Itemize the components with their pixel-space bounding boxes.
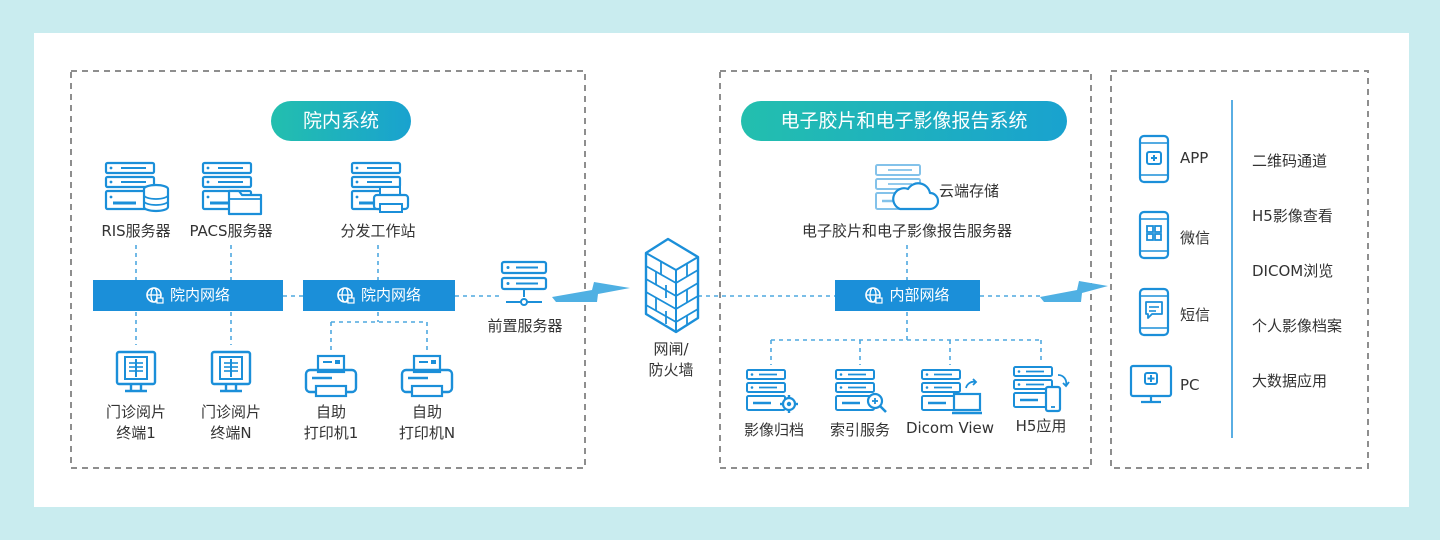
lightning-bolt-right: [1040, 281, 1108, 302]
pacs-server-label: PACS服务器: [189, 222, 273, 240]
terminal-n-label: 门诊阅片 终端N: [201, 402, 261, 444]
film-server-label: 电子胶片和电子影像报告服务器: [801, 222, 1013, 240]
printer-1-icon: [304, 354, 358, 398]
ris-server-icon: [104, 161, 170, 213]
network-globe-icon: [865, 287, 884, 304]
connector-lines: [135, 245, 1042, 365]
printer-1-label: 自助 打印机1: [304, 402, 359, 444]
terminal-n-label-line1: 门诊阅片: [200, 403, 262, 421]
firewall-icon: [644, 237, 700, 334]
printer-n-label-line2: 打印机N: [398, 424, 456, 442]
hospital-network-bar-left: 院内网络: [93, 280, 283, 311]
internal-network-label: 内部网络: [889, 286, 950, 304]
feature-personal-archive-label: 个人影像档案: [1252, 317, 1343, 335]
channel-app-label: APP: [1180, 149, 1209, 167]
channel-sms-label: 短信: [1180, 306, 1211, 324]
film-section-title: 电子胶片和电子影像报告系统: [741, 101, 1067, 141]
service-dicom-view-label: Dicom View: [905, 419, 995, 437]
service-h5-label: H5应用: [1015, 417, 1067, 435]
printer-1-label-line1: 自助: [315, 403, 347, 421]
ris-server-label: RIS服务器: [101, 222, 171, 240]
internal-network-bar: 内部网络: [835, 280, 980, 311]
sms-icon: [1138, 287, 1170, 337]
hospital-section-border: [70, 70, 586, 469]
hospital-network-right-label: 院内网络: [360, 286, 421, 304]
app-icon: [1138, 134, 1170, 184]
access-section-border: [1110, 70, 1369, 469]
terminal-n-icon: [210, 350, 252, 393]
front-server-icon: [500, 260, 548, 306]
feature-h5-viewer-label: H5影像查看: [1252, 207, 1333, 225]
printer-n-label: 自助 打印机N: [399, 402, 455, 444]
terminal-n-label-line2: 终端N: [210, 424, 252, 442]
gateway-label-line2: 防火墙: [648, 361, 694, 379]
archive-icon: [745, 368, 798, 413]
hospital-section-title: 院内系统: [271, 101, 411, 141]
cloud-server-icon: [875, 164, 940, 211]
printer-n-label-line1: 自助: [411, 403, 443, 421]
pc-icon: [1129, 364, 1173, 404]
pacs-server-icon: [201, 161, 263, 216]
terminal-1-label: 门诊阅片 终端1: [106, 402, 166, 444]
dicom-view-icon: [920, 368, 982, 415]
channel-divider: [1231, 100, 1233, 438]
channel-pc-label: PC: [1180, 376, 1200, 394]
feature-dicom-browse-label: DICOM浏览: [1252, 262, 1334, 280]
wechat-icon: [1138, 210, 1170, 260]
terminal-1-icon: [115, 350, 157, 393]
lightning-bolt-left: [552, 282, 630, 302]
feature-big-data-label: 大数据应用: [1252, 372, 1328, 390]
hospital-network-bar-right: 院内网络: [303, 280, 455, 311]
printer-n-icon: [400, 354, 454, 398]
gateway-label-line1: 网闸/: [653, 340, 689, 358]
workstation-icon: [350, 161, 410, 213]
workstation-label: 分发工作站: [340, 222, 416, 240]
h5-app-icon: [1012, 365, 1070, 413]
gateway-label: 网闸/ 防火墙: [648, 339, 693, 381]
service-archive-label: 影像归档: [743, 421, 805, 439]
diagram-card: [34, 33, 1409, 507]
front-server-label: 前置服务器: [487, 317, 563, 335]
network-globe-icon: [146, 287, 164, 304]
hospital-network-left-label: 院内网络: [169, 286, 230, 304]
network-globe-icon: [337, 287, 355, 304]
terminal-1-label-line2: 终端1: [116, 424, 156, 442]
printer-1-label-line2: 打印机1: [303, 424, 359, 442]
feature-qrcode-label: 二维码通道: [1252, 152, 1328, 170]
index-icon: [834, 368, 887, 413]
terminal-1-label-line1: 门诊阅片: [105, 403, 167, 421]
service-index-label: 索引服务: [829, 421, 891, 439]
cloud-storage-label: 云端存储: [939, 182, 1000, 200]
channel-wechat-label: 微信: [1180, 229, 1211, 247]
